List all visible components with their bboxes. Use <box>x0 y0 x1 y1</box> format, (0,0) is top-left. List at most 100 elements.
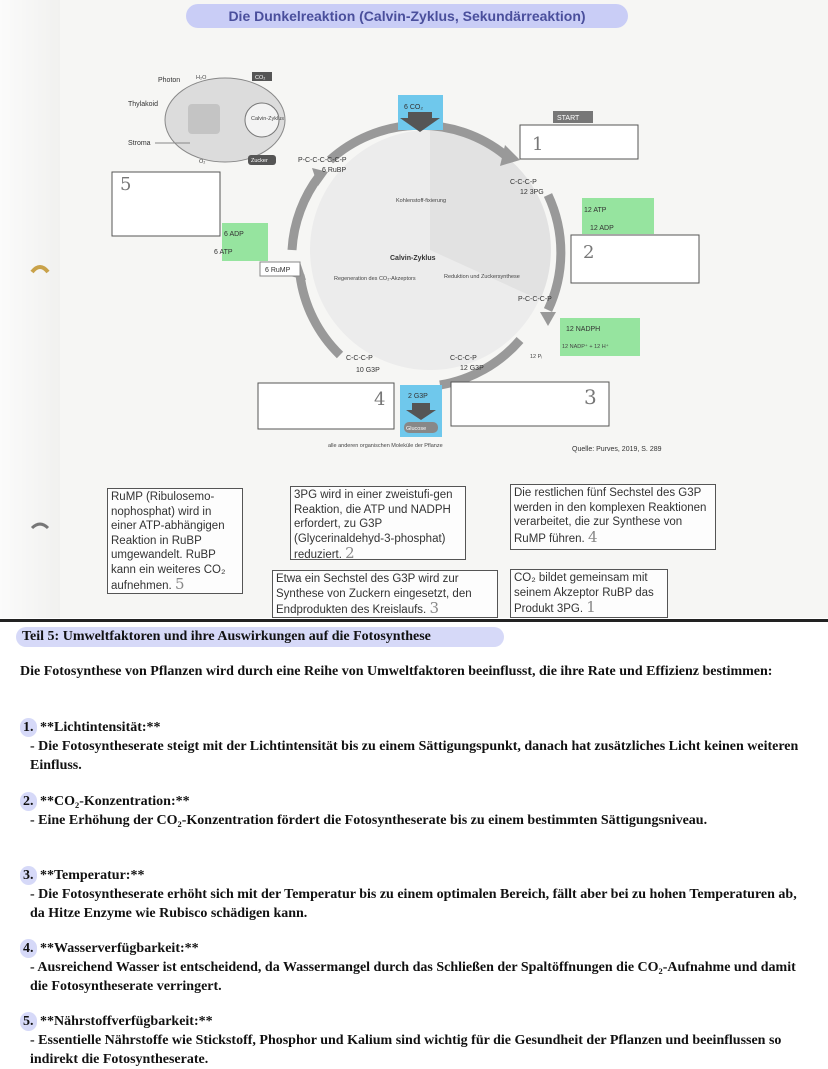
answer-box-3 <box>450 381 610 427</box>
card-g3p-sugar-hw: 3 <box>429 599 439 617</box>
co2-input-arrow <box>400 112 440 132</box>
co2-top-label: CO₂ <box>255 75 265 81</box>
h2o-label: H₂O <box>196 75 207 81</box>
factor-text: - Die Fotosyntheserate erhöht sich mit d… <box>30 887 797 921</box>
rubp-formula: P-C-C-C-C-C-P <box>298 157 347 164</box>
card-3pg: 3PG wird in einer zweistufi-gen Reaktion… <box>290 486 466 561</box>
adp6-label: 6 ADP <box>224 231 244 238</box>
stroma-label: Stroma <box>128 140 151 147</box>
glucose-pill <box>404 422 438 433</box>
adp12-label: 12 ADP <box>590 225 614 232</box>
card-g3p-rest-text: Die restlichen fünf Sechstel des G3P wer… <box>514 487 707 545</box>
worksheet-photo: Die Dunkelreaktion (Calvin-Zyklus, Sekun… <box>0 0 828 618</box>
arrowhead-4 <box>312 168 328 186</box>
factor-number: 3. <box>20 866 37 885</box>
thylakoid-label: Thylakoid <box>128 101 158 108</box>
pg-formula: C-C-C-P <box>510 179 537 186</box>
answer-5: 5 <box>120 174 131 195</box>
co2-input-label: 6 CO₂ <box>404 104 423 111</box>
answer-box-5 <box>111 171 221 237</box>
photon-label: Photon <box>158 77 180 84</box>
mini-calvin-circle <box>244 102 280 138</box>
arc-left <box>287 172 324 251</box>
rump6-label: 6 RuMP <box>265 267 291 274</box>
start-badge <box>553 111 593 123</box>
arc-bottom-left <box>295 274 344 359</box>
reduction-label: Reduktion und Zuckersynthese <box>444 274 520 280</box>
arrowhead-1 <box>500 145 520 166</box>
g3p10-formula: C-C-C-P <box>346 355 373 362</box>
factor-heading: **Wasserverfügbarkeit:** <box>40 941 199 956</box>
card-3pg-text: 3PG wird in einer zweistufi-gen Reaktion… <box>294 489 453 561</box>
section-divider <box>0 619 828 622</box>
zucker-label: Zucker <box>251 158 268 164</box>
card-g3p-rest-hw: 4 <box>587 527 598 546</box>
factor-text: - Eine Erhöhung der CO₂-Konzentration fö… <box>30 813 708 828</box>
calvin-cycle-diagram: Photon H₂O CO₂ Thylakoid Stroma O₂ Zucke… <box>30 72 700 530</box>
chloroplast-shape <box>164 77 286 163</box>
cycle-sector <box>430 129 551 300</box>
bpg-formula: P-C-C-C-P <box>518 296 552 303</box>
rubp-label: 6 RuBP <box>322 167 346 174</box>
factor-heading: **Temperatur:** <box>40 868 145 883</box>
factor-text: - Die Fotosyntheserate steigt mit der Li… <box>30 739 799 773</box>
factor-item-nutrients: 5. **Nährstoffverfügbarkeit:** - Essenti… <box>20 1012 810 1069</box>
g3p10-label: 10 G3P <box>356 367 380 374</box>
pg-label: 12 3PG <box>520 189 544 196</box>
card-co2: CO₂ bildet gemeinsam mit seinem Akzeptor… <box>510 569 668 618</box>
nadph12-label: 12 NADPH <box>566 326 600 333</box>
factor-heading: **Lichtintensität:** <box>40 720 161 735</box>
g3p12-label: 12 G3P <box>460 365 484 372</box>
smudge-bottom <box>30 522 50 530</box>
card-co2-text: CO₂ bildet gemeinsam mit seinem Akzeptor… <box>514 572 654 615</box>
card-rump-text: RuMP (Ribulosemo-nophosphat) wird in ein… <box>111 491 226 592</box>
zucker-box <box>248 155 276 165</box>
rump-box <box>259 261 301 277</box>
atp12-label: 12 ATP <box>584 207 607 214</box>
factor-heading: **Nährstoffverfügbarkeit:** <box>40 1014 213 1029</box>
factor-number: 4. <box>20 939 37 958</box>
section-title: Teil 5: Umweltfaktoren und ihre Auswirku… <box>16 627 504 647</box>
factor-text: - Ausreichend Wasser ist entscheidend, d… <box>30 960 796 994</box>
answer-2: 2 <box>583 242 594 263</box>
answer-box-4 <box>257 382 395 430</box>
arc-bottom-right <box>439 337 524 390</box>
card-g3p-rest: Die restlichen fünf Sechstel des G3P wer… <box>510 484 716 550</box>
source-label: Quelle: Purves, 2019, S. 289 <box>572 446 662 453</box>
g3p2-label: 2 G3P <box>408 393 428 400</box>
glucose-label: Glucose <box>406 426 426 432</box>
photo-edge <box>0 0 60 618</box>
answer-box-2 <box>570 234 700 284</box>
arc-right <box>543 193 566 312</box>
factor-number: 2. <box>20 792 37 811</box>
factor-number: 5. <box>20 1012 37 1031</box>
card-rump: RuMP (Ribulosemo-nophosphat) wird in ein… <box>107 488 243 594</box>
factor-item-temperature: 3. **Temperatur:** - Die Fotosyntheserat… <box>20 866 810 923</box>
nadp12-label: 12 NADP⁺ + 12 H⁺ <box>562 343 609 350</box>
arrowhead-2 <box>540 312 556 326</box>
mini-calvin-label: Calvin-Zyklus <box>251 116 284 122</box>
factor-heading: **CO₂-Konzentration:** <box>40 794 190 809</box>
worksheet-title: Die Dunkelreaktion (Calvin-Zyklus, Sekun… <box>186 4 628 28</box>
o2-label: O₂ <box>199 159 205 165</box>
nadph-highlight <box>560 318 640 356</box>
fixation-label: Kohlenstoff-fixierung <box>396 198 446 204</box>
center-label: Calvin-Zyklus <box>390 255 436 262</box>
answer-box-1 <box>519 124 639 160</box>
card-g3p-sugar: Etwa ein Sechstel des G3P wird zur Synth… <box>272 570 498 618</box>
factor-item-light: 1. **Lichtintensität:** - Die Fotosynthe… <box>20 718 810 775</box>
pi12-label: 12 Pᵢ <box>530 354 542 360</box>
factor-number: 1. <box>20 718 37 737</box>
g3p12-formula: C-C-C-P <box>450 355 477 362</box>
factor-item-water: 4. **Wasserverfügbarkeit:** - Ausreichen… <box>20 939 810 996</box>
thylakoid-stack <box>188 104 220 134</box>
organic-label: alle anderen organischen Moleküle der Pf… <box>328 443 443 449</box>
start-label: START <box>557 115 580 122</box>
atp12-highlight <box>582 198 654 234</box>
g3p2-arrow <box>406 403 436 420</box>
answer-1: 1 <box>532 134 543 155</box>
atp6-highlight <box>222 223 268 261</box>
factor-item-co2: 2. **CO₂-Konzentration:** - Eine Erhöhun… <box>20 792 810 830</box>
card-g3p-sugar-text: Etwa ein Sechstel des G3P wird zur Synth… <box>276 573 472 616</box>
intro-paragraph: Die Fotosynthese von Pflanzen wird durch… <box>20 664 773 679</box>
